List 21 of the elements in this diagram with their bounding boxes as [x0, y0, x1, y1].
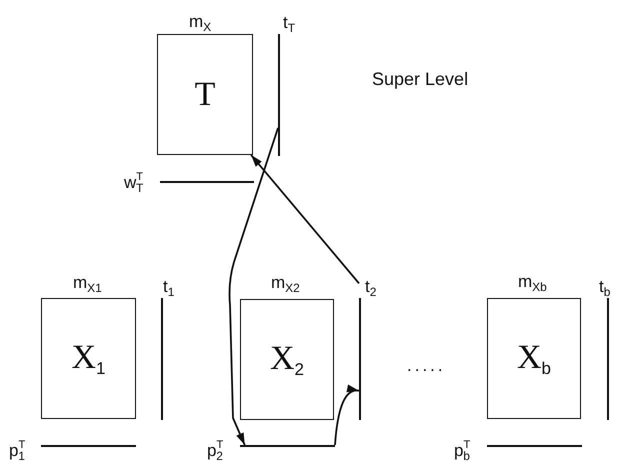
process-box: [487, 298, 581, 419]
process-box: [240, 299, 334, 420]
variable-label: t$_{2}$: [365, 278, 376, 298]
variable-label: m$_{X2}$: [271, 274, 300, 294]
variable-label: t$_{T}$: [283, 14, 296, 34]
box-label: X$_{1}$: [71, 340, 106, 376]
level-title: Super Level: [372, 69, 468, 90]
ellipsis-text: .....: [407, 356, 446, 376]
process-box: [157, 34, 253, 155]
variable-label: t$_{b}$: [599, 278, 610, 298]
arrow: [250, 154, 360, 284]
variable-label: m$_{Xb}$: [518, 273, 547, 293]
variable-label: m$_{X1}$: [73, 274, 102, 294]
box-label: X$_{b}$: [516, 340, 552, 376]
box-label: T: [194, 78, 216, 112]
arrow: [228, 128, 279, 446]
variable-label: m$_{X}$: [189, 13, 212, 33]
variable-label: t$_{1}$: [163, 278, 174, 298]
box-label: X$_{2}$: [270, 342, 304, 378]
arrow: [334, 386, 360, 446]
process-box: [41, 298, 136, 419]
